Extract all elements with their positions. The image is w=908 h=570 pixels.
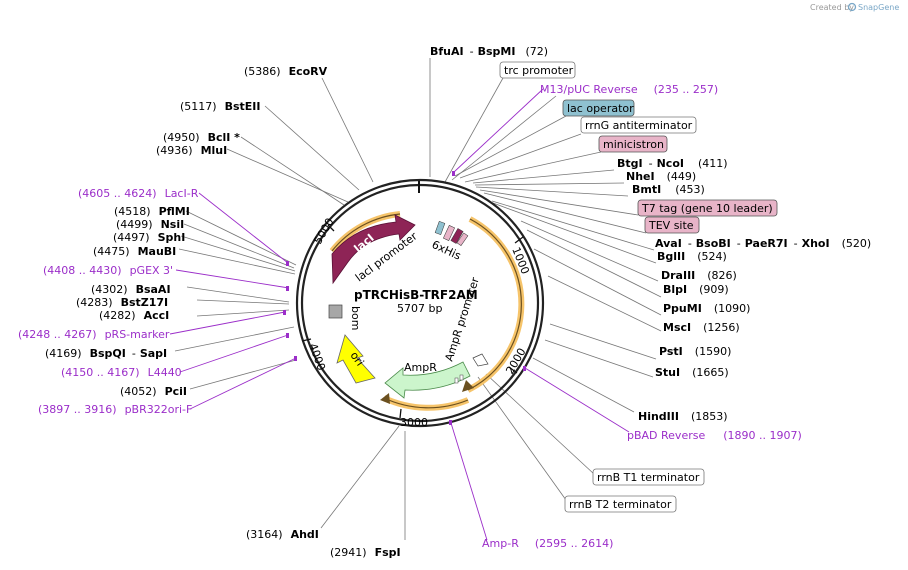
ampr-promoter-arrowhead	[462, 380, 474, 392]
svg-text:minicistron: minicistron	[603, 138, 664, 151]
ampr-promoter-line	[467, 218, 522, 391]
site-bsaai: (4302)BsaAI	[91, 283, 171, 296]
sixhis-features	[434, 221, 469, 246]
site-bfuai: BfuAI-BspMI(72)	[430, 45, 548, 58]
primer-pgex-3: (4408 .. 4430)pGEX 3'	[43, 264, 173, 277]
site-mlui: (4936)MluI	[156, 144, 227, 157]
site-stui: StuI(1665)	[655, 366, 729, 379]
site-avai: AvaI-BsoBI-PaeR7I-XhoI(520)	[655, 237, 871, 250]
site-acci: (4282)AccI	[99, 309, 169, 322]
tick-marks	[301, 224, 524, 419]
site-ppumi: PpuMI(1090)	[663, 302, 750, 315]
bom-label: bom	[349, 306, 362, 330]
plasmid-size: 5707 bp	[397, 302, 442, 315]
site-ahdi: (3164)AhdI	[246, 528, 319, 541]
site-draiii: DraIII(826)	[661, 269, 737, 282]
site-hindiii: HindIII(1853)	[638, 410, 728, 423]
primer-laci-r: (4605 .. 4624)LacI-R	[78, 187, 199, 200]
plasmid-name: pTRCHisB-TRF2AM	[354, 288, 478, 302]
site-ecorv: (5386)EcoRV	[244, 65, 328, 78]
svg-text:TEV site: TEV site	[648, 219, 694, 232]
created-by-text: Created by	[810, 3, 854, 12]
bom-feature	[328, 304, 343, 319]
site-bspqi: (4169)BspQI-SapI	[45, 347, 167, 360]
site-psti: PstI(1590)	[659, 345, 731, 358]
svg-text:lac operator: lac operator	[567, 102, 634, 115]
site-maubi: (4475)MauBI	[93, 245, 176, 258]
svg-text:rrnB T1 terminator: rrnB T1 terminator	[597, 471, 700, 484]
primer-amp-r: Amp-R(2595 .. 2614)	[482, 537, 613, 550]
site-sphi: (4497)SphI	[113, 231, 185, 244]
site-bsteii: (5117)BstEII	[180, 100, 260, 113]
primer-l4440: (4150 .. 4167)L4440	[61, 366, 182, 379]
site-msci: MscI(1256)	[663, 321, 740, 334]
ampr-bottom-arrowhead	[380, 393, 390, 404]
t7-tag-box: T7 tag (gene 10 leader)	[637, 199, 778, 217]
lac-operator-box: lac operator	[562, 99, 635, 117]
snapgene-brand: SnapGene	[858, 3, 899, 12]
rrnb-t1-terminator-box: rrnB T1 terminator	[592, 468, 705, 486]
primer-lines	[169, 88, 630, 541]
tick-label-3000: 3000	[400, 416, 428, 429]
minicistron-box: minicistron	[598, 135, 668, 153]
site-nhei: NheI(449)	[626, 170, 696, 183]
snapgene-logo-icon	[847, 2, 857, 12]
rrnb-t2-terminator-box: rrnB T2 terminator	[564, 495, 677, 513]
site-btgi: BtgI-NcoI(411)	[617, 157, 728, 170]
primer-m13-puc-reverse: M13/pUC Reverse(235 .. 257)	[540, 83, 718, 96]
ampr-bottom-line	[383, 397, 469, 409]
tick-label-5000: 5000	[311, 216, 336, 247]
ampr-feature	[384, 361, 471, 399]
terminator-glyphs	[454, 374, 464, 384]
ampr-promoter-glyph	[472, 353, 489, 367]
site-pfimi: (4518)PflMI	[114, 205, 190, 218]
ampr-label: AmpR	[404, 361, 437, 374]
svg-text:rrnB T2 terminator: rrnB T2 terminator	[569, 498, 672, 511]
primer-pbr322ori-f: (3897 .. 3916)pBR322ori-F	[38, 403, 192, 416]
site-blpi: BlpI(909)	[663, 283, 729, 296]
primer-pbad-reverse: pBAD Reverse(1890 .. 1907)	[627, 429, 802, 442]
tev-site-box: TEV site	[644, 216, 700, 234]
laci-feature	[331, 214, 416, 285]
svg-text:trc promoter: trc promoter	[504, 64, 574, 77]
primer-marks	[283, 171, 526, 425]
site-pcii: (4052)PciI	[120, 385, 187, 398]
primer-prs-marker: (4248 .. 4267)pRS-marker	[18, 328, 170, 341]
svg-text:rrnG antiterminator: rrnG antiterminator	[585, 119, 693, 132]
rrng-antiterminator-box: rrnG antiterminator	[580, 116, 697, 134]
site-fspi: (2941)FspI	[330, 546, 401, 559]
svg-text:T7 tag (gene 10 leader): T7 tag (gene 10 leader)	[641, 202, 773, 215]
ori-feature	[336, 334, 376, 384]
site-bstz17i: (4283)BstZ17I	[76, 296, 168, 309]
laci-promoter-line	[331, 213, 401, 252]
trc-promoter-box: trc promoter	[499, 61, 576, 79]
site-bcli: (4950)BclI *	[163, 131, 240, 144]
site-bmti: BmtI(453)	[632, 183, 705, 196]
backbone-outer	[295, 178, 545, 428]
site-bglii: BglII(524)	[657, 250, 727, 263]
site-nsii: (4499)NsiI	[116, 218, 184, 231]
leader-lines	[174, 58, 662, 540]
